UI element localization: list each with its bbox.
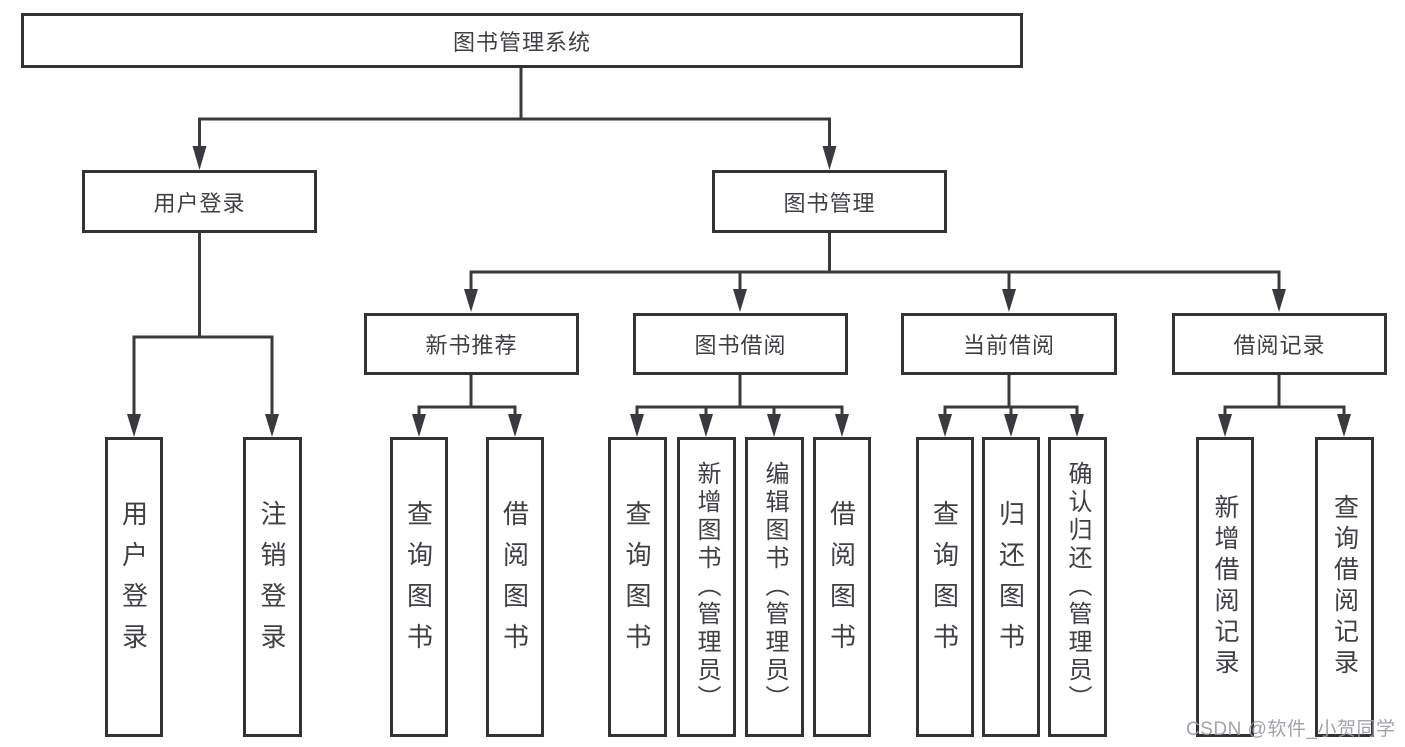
node-new-book-recommend-label: 新书推荐 bbox=[425, 333, 518, 358]
leaf-borrow-query-books: 查询图书 bbox=[608, 437, 667, 737]
node-current-borrow-label: 当前借阅 bbox=[962, 333, 1055, 358]
leaf-borrow-borrow-books-label: 借阅图书 bbox=[826, 500, 857, 664]
csdn-watermark: CSDN @软件_小贺同学 bbox=[1186, 719, 1396, 740]
connector-userlogin-to-leaves bbox=[132, 233, 274, 416]
leaf-recommend-query-books-label: 查询图书 bbox=[403, 500, 434, 664]
leaf-current-confirm-return-admin: 确认归还（管理员） bbox=[1048, 437, 1107, 737]
connector-current-to-leaves bbox=[943, 375, 1079, 416]
node-book-management-label: 图书管理 bbox=[783, 190, 876, 216]
node-book-borrow: 图书借阅 bbox=[633, 313, 848, 375]
leaf-records-add-record: 新增借阅记录 bbox=[1196, 437, 1254, 737]
leaf-borrow-edit-books-admin-label: 编辑图书（管理员） bbox=[761, 461, 788, 713]
leaf-borrow-add-books-admin: 新增图书（管理员） bbox=[677, 437, 736, 737]
leaf-user-login: 用户登录 bbox=[105, 437, 163, 737]
node-root-label: 图书管理系统 bbox=[452, 29, 591, 55]
connector-bookmgmt-to-level3 bbox=[469, 233, 1281, 291]
leaf-recommend-borrow-books: 借阅图书 bbox=[486, 437, 544, 737]
node-book-management: 图书管理 bbox=[712, 170, 947, 233]
leaf-current-query-books-label: 查询图书 bbox=[929, 500, 960, 664]
node-book-borrow-label: 图书借阅 bbox=[694, 333, 787, 358]
leaf-recommend-borrow-books-label: 借阅图书 bbox=[499, 500, 530, 664]
node-user-login: 用户登录 bbox=[82, 170, 317, 233]
node-new-book-recommend: 新书推荐 bbox=[364, 313, 579, 375]
leaf-borrow-edit-books-admin: 编辑图书（管理员） bbox=[745, 437, 804, 737]
leaf-logout: 注销登录 bbox=[243, 437, 302, 737]
connector-records-to-leaves bbox=[1223, 375, 1346, 416]
leaf-current-return-books: 归还图书 bbox=[982, 437, 1040, 737]
leaf-logout-label: 注销登录 bbox=[257, 500, 287, 664]
leaf-user-login-label: 用户登录 bbox=[118, 500, 149, 664]
node-root: 图书管理系统 bbox=[21, 13, 1023, 68]
leaf-current-confirm-return-admin-label: 确认归还（管理员） bbox=[1064, 461, 1091, 713]
leaf-borrow-borrow-books: 借阅图书 bbox=[813, 437, 871, 737]
leaf-borrow-query-books-label: 查询图书 bbox=[622, 500, 652, 664]
leaf-current-query-books: 查询图书 bbox=[916, 437, 974, 737]
leaf-current-return-books-label: 归还图书 bbox=[995, 500, 1026, 664]
arrowheads bbox=[127, 146, 1351, 437]
connector-recommend-to-leaves bbox=[417, 375, 517, 416]
leaf-borrow-add-books-admin-label: 新增图书（管理员） bbox=[693, 461, 720, 713]
node-borrow-records: 借阅记录 bbox=[1172, 313, 1387, 375]
leaf-records-query-record-label: 查询借阅记录 bbox=[1330, 494, 1359, 680]
leaf-records-query-record: 查询借阅记录 bbox=[1315, 437, 1374, 737]
connector-borrow-to-leaves bbox=[635, 375, 844, 416]
node-borrow-records-label: 借阅记录 bbox=[1233, 333, 1326, 358]
node-current-borrow: 当前借阅 bbox=[901, 313, 1117, 375]
connector-root-to-level2 bbox=[198, 68, 831, 149]
leaf-recommend-query-books: 查询图书 bbox=[390, 437, 448, 737]
leaf-records-add-record-label: 新增借阅记录 bbox=[1211, 494, 1239, 680]
node-user-login-label: 用户登录 bbox=[153, 190, 246, 216]
